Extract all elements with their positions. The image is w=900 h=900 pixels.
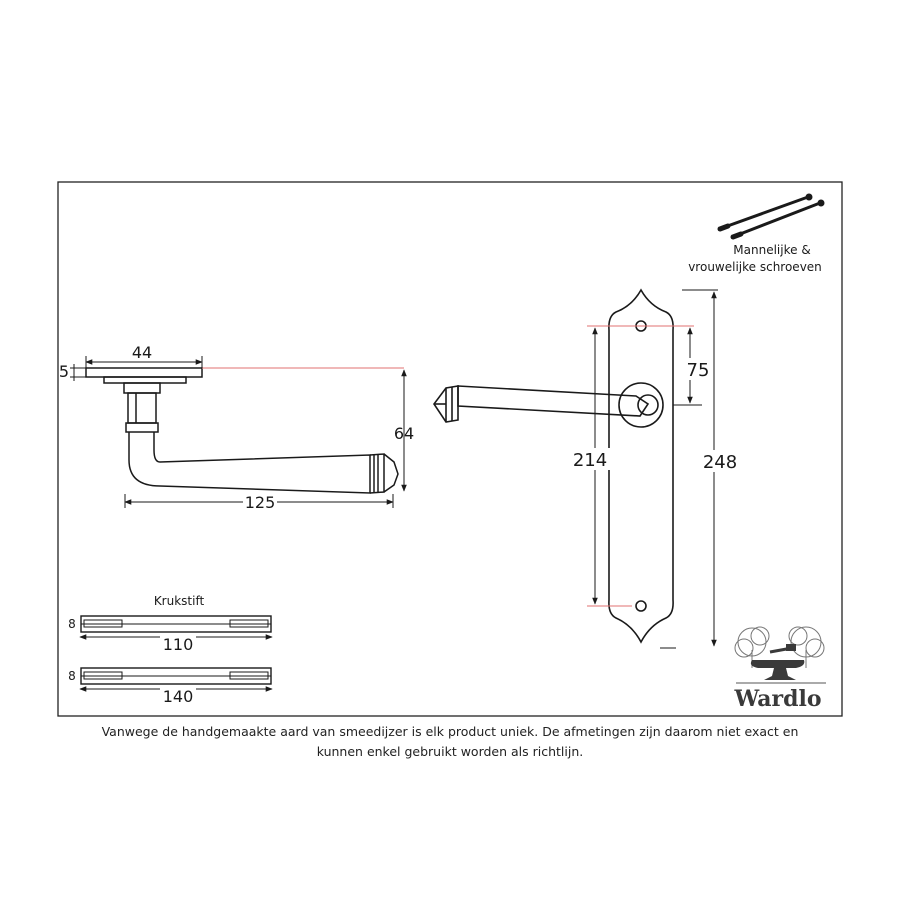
lever-neck xyxy=(123,382,161,394)
lever-side-view xyxy=(85,367,399,494)
disclaimer: Vanwege de handgemaakte aard van smeedij… xyxy=(60,722,840,762)
dimension-spindle-offset: 75 xyxy=(684,327,714,404)
spindle-title: Krukstift xyxy=(154,594,205,608)
lever-neck-ring xyxy=(125,422,159,433)
brand-name: Wardlo xyxy=(733,686,821,712)
rose-width-label: 44 xyxy=(132,343,152,362)
disclaimer-line2: kunnen enkel gebruikt worden als richtli… xyxy=(316,744,584,759)
lever-tip xyxy=(369,453,399,494)
dimension-lever-height: 64 xyxy=(394,369,414,492)
front-rose-inner xyxy=(637,394,659,416)
lever-neck-body xyxy=(127,392,157,424)
spindle-110: 110 8 xyxy=(68,615,273,654)
spindle-110-length: 110 xyxy=(163,635,194,654)
rose-plate xyxy=(85,367,203,378)
spindle-140: 140 8 xyxy=(68,667,273,706)
tree-right-icon xyxy=(788,626,825,668)
spindle-140-thickness: 8 xyxy=(68,669,76,683)
backplate-outline xyxy=(608,288,674,644)
front-rose-outer xyxy=(618,382,664,428)
rose-collar xyxy=(103,376,187,384)
screws-label-line1: Mannelijke & xyxy=(733,243,810,257)
tree-left-icon xyxy=(734,626,770,668)
anvil-icon xyxy=(750,644,805,680)
dimension-rose-width: 44 xyxy=(85,343,203,368)
dimension-plate-height: 248 xyxy=(700,291,740,647)
dimension-fixing-centres: 214 xyxy=(570,327,614,605)
rose-thickness-label: 5 xyxy=(59,362,69,381)
dimension-rose-thickness: 5 xyxy=(59,362,86,381)
front-lever-tip xyxy=(433,385,459,423)
drawing-frame xyxy=(57,181,843,717)
lever-length-label: 125 xyxy=(245,493,276,512)
spindle-140-length: 140 xyxy=(163,687,194,706)
spindle-offset-label: 75 xyxy=(687,360,710,381)
lever-height-label: 64 xyxy=(394,424,414,443)
fixing-centres-label: 214 xyxy=(573,450,607,471)
dimension-lever-length: 125 xyxy=(124,493,394,512)
disclaimer-line1: Vanwege de handgemaakte aard van smeedij… xyxy=(101,724,799,739)
spindle-110-thickness: 8 xyxy=(68,617,76,631)
screws-illustration xyxy=(717,193,825,240)
backplate-reference-lines xyxy=(587,325,694,607)
lever-arm xyxy=(128,432,371,494)
plate-height-label: 248 xyxy=(703,452,737,473)
screws-label-line2: vrouwelijke schroeven xyxy=(688,260,822,274)
backplate-front-view xyxy=(433,288,674,644)
bottom-screw-hole xyxy=(635,600,647,612)
wardlo-logo: Wardlo xyxy=(733,626,826,712)
